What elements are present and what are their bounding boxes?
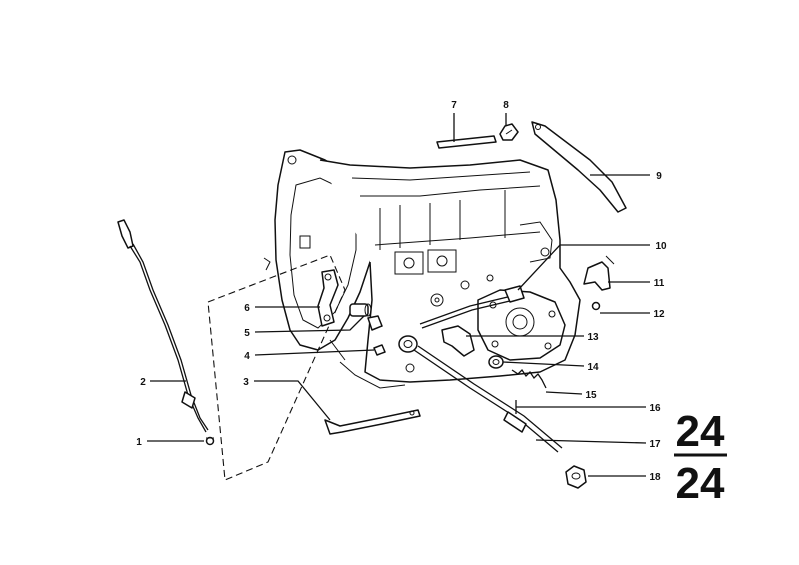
part-11-bracket	[583, 255, 615, 291]
section-numerator: 24	[676, 407, 725, 456]
callout-15: 15	[585, 390, 597, 401]
part-15-spring	[511, 368, 547, 389]
part-4-bolt	[373, 344, 386, 356]
callout-14: 14	[587, 362, 599, 373]
callout-3: 3	[243, 377, 249, 388]
part-12-screw	[591, 301, 601, 311]
callout-9: 9	[656, 171, 662, 182]
leader-lines	[147, 113, 650, 477]
part-10-cable	[419, 285, 525, 329]
callout-1: 1	[136, 437, 142, 448]
part-6-lever	[317, 269, 339, 327]
callout-11: 11	[654, 278, 665, 289]
part-9-bracket-plate	[531, 121, 627, 213]
callout-10: 10	[655, 241, 667, 252]
part-13-selector-lever	[441, 325, 475, 357]
part-2-cable	[117, 219, 209, 433]
part-18-nut	[565, 465, 587, 489]
part-8-spring-clip	[499, 123, 519, 141]
callout-4: 4	[244, 351, 250, 362]
callout-6: 6	[244, 303, 250, 314]
callout-8: 8	[503, 100, 509, 111]
callout-12: 12	[653, 309, 665, 320]
assembly-boundary-dashed	[207, 254, 346, 481]
callout-18: 18	[649, 472, 661, 483]
part-3-bracket	[324, 409, 421, 435]
callout-labels: 1 2 3 4 5 6 7 8 9 10 11 12 13 14 15 16 1…	[136, 100, 667, 483]
section-denominator: 24	[676, 459, 725, 508]
callout-13: 13	[587, 332, 599, 343]
section-index: 24 24	[674, 407, 727, 508]
part-7-pin	[436, 135, 497, 149]
part-14-seal	[488, 355, 504, 369]
part-1-plug	[205, 436, 215, 446]
callout-7: 7	[451, 100, 457, 111]
part-5-spacer	[349, 303, 383, 331]
callout-17: 17	[649, 439, 661, 450]
part-17-selector-shaft	[398, 335, 563, 453]
transmission-housing	[263, 149, 581, 389]
callout-5: 5	[244, 328, 250, 339]
callout-16: 16	[649, 403, 661, 414]
callout-2: 2	[140, 377, 146, 388]
